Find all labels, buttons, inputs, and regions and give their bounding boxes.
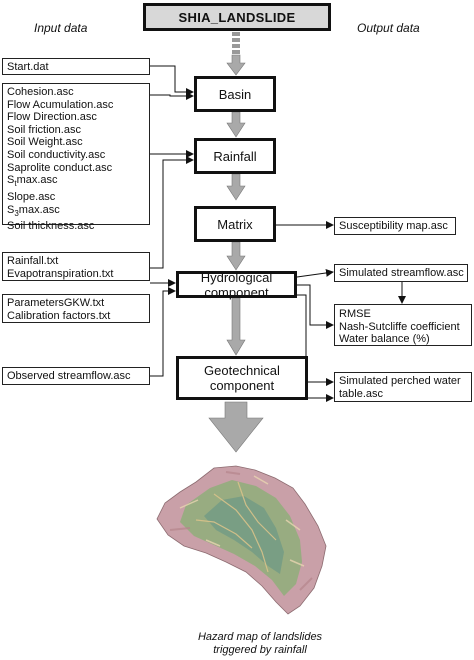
connector-static-to-basin	[150, 92, 194, 100]
perched-label: table.asc	[339, 387, 384, 400]
output-perched-water-table: Simulated perched water table.asc	[334, 372, 472, 402]
metric-label: Nash-Sutcliffe coefficient	[339, 320, 460, 333]
title-dash-4	[232, 50, 240, 54]
caption-line-1: Hazard map of landslides	[197, 631, 323, 643]
program-title: SHIA_LANDSLIDE	[143, 3, 331, 31]
big-gray-arrow-to-map	[208, 401, 264, 453]
hazard-map-caption: Hazard map of landslides triggered by ra…	[150, 631, 370, 657]
metric-label: Water balance (%)	[339, 333, 430, 346]
process-basin: Basin	[194, 76, 276, 112]
static-file-label: Flow Direction.asc	[7, 111, 97, 124]
input-observed-streamflow: Observed streamflow.asc	[2, 367, 150, 385]
gray-arrow-basin-rainfall	[226, 111, 246, 138]
parameter-file-label: Calibration factors.txt	[7, 309, 111, 322]
process-geotechnical-component: Geotechnical component	[176, 356, 308, 400]
output-metrics: RMSE Nash-Sutcliffe coefficient Water ba…	[334, 304, 472, 346]
output-susceptibility-map: Susceptibility map.asc	[334, 217, 456, 235]
caption-line-2: triggered by rainfall	[213, 644, 307, 656]
metric-label: RMSE	[339, 308, 371, 320]
input-parameter-files: ParametersGKW.txt Calibration factors.tx…	[2, 294, 150, 323]
process-hydrological-component: Hydrological component	[176, 269, 297, 300]
gray-arrow-rainfall-matrix	[226, 173, 246, 201]
streamflow-label: Simulated streamflow.asc	[339, 267, 464, 279]
static-file-label: Soil conductivity.asc	[7, 148, 106, 161]
static-file-label: Soil Weight.asc	[7, 136, 83, 149]
smax-t-file-label: Stmax.asc	[7, 174, 58, 189]
static-file-label: Cohesion.asc	[7, 86, 74, 98]
observed-streamflow-label: Observed streamflow.asc	[7, 370, 131, 382]
hazard-map-image	[156, 465, 327, 615]
connector-climate-to-rainfall	[150, 156, 194, 269]
connector-hydro-to-metrics	[297, 284, 334, 329]
perched-label: Simulated perched water	[339, 375, 461, 387]
geotech-line-2: component	[209, 378, 275, 393]
input-data-header: Input data	[34, 21, 88, 35]
gray-arrow-title-basin	[226, 54, 246, 76]
gray-arrow-matrix-hydro	[226, 241, 246, 271]
static-file-label: Saprolite conduct.asc	[7, 161, 113, 174]
title-dash-3	[232, 44, 240, 48]
hydro-line-2: component	[204, 284, 269, 300]
soil-thickness-file-label: Soil thickness.asc	[7, 220, 95, 233]
connector-hydro-to-perched	[297, 294, 334, 402]
process-matrix: Matrix	[194, 206, 276, 242]
start-file-label: Start.dat	[7, 61, 49, 73]
geotech-line-1: Geotechnical	[204, 363, 280, 378]
connector-start-to-basin	[150, 65, 194, 96]
output-data-header: Output data	[357, 21, 420, 35]
process-rainfall: Rainfall	[194, 138, 276, 174]
output-simulated-streamflow: Simulated streamflow.asc	[334, 264, 468, 282]
hydro-line-1: Hydrological	[200, 269, 273, 285]
climate-file-label: Evapotranspiration.txt	[7, 267, 114, 280]
title-dash-1	[232, 32, 240, 36]
parameter-file-label: ParametersGKW.txt	[7, 297, 105, 309]
climate-file-label: Rainfall.txt	[7, 255, 59, 267]
slope-file-label: Slope.asc	[7, 190, 56, 203]
title-dash-2	[232, 38, 240, 42]
static-file-label: Soil friction.asc	[7, 123, 81, 136]
gray-arrow-hydro-geotech	[226, 297, 246, 356]
susceptibility-label: Susceptibility map.asc	[339, 220, 448, 232]
static-file-label: Flow Acumulation.asc	[7, 98, 114, 111]
connector-observed-to-hydro	[150, 287, 176, 377]
input-climate-files: Rainfall.txt Evapotranspiration.txt	[2, 252, 150, 281]
input-static-files: Cohesion.asc Flow Acumulation.asc Flow D…	[2, 83, 150, 232]
input-start-file: Start.dat	[2, 58, 150, 75]
smax-3-file-label: S3max.asc	[7, 203, 60, 218]
connector-hydro-to-streamflow	[296, 269, 334, 278]
